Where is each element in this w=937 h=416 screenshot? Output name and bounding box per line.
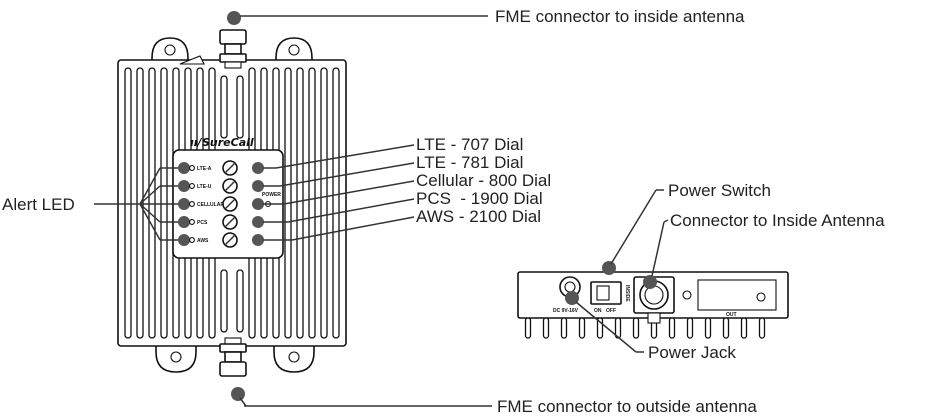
led-indicator: [189, 219, 195, 225]
label-alert-led: Alert LED: [2, 195, 75, 214]
label-dial-3: PCS - 1900 Dial: [416, 189, 543, 208]
end-fin: [542, 317, 550, 339]
inside-port-label: INSIDE: [624, 285, 630, 302]
mount-hole-top-left: [164, 44, 176, 56]
callout-dot-inside-connector: [643, 275, 657, 289]
fin: [308, 67, 316, 339]
dial-callout-dot: [252, 216, 264, 228]
label-fme-inside: FME connector to inside antenna: [495, 7, 745, 26]
end-fin: [722, 317, 730, 339]
booster-front-view: SureCall ıı/ LTE-A LTE-U CELLULAR PCS AWS PO…: [117, 29, 347, 377]
label-fme-outside: FME connector to outside antenna: [497, 397, 757, 416]
dial-slot: [224, 216, 236, 228]
inside-connector-inner: [644, 285, 664, 305]
dial-callout-dot: [252, 162, 264, 174]
band-label: PCS: [197, 220, 208, 226]
led-indicator: [189, 165, 195, 171]
brand-logo-mark: ıı/: [190, 136, 203, 149]
fin: [124, 67, 132, 339]
mount-hole-bottom-left: [170, 351, 182, 363]
fin: [296, 67, 304, 339]
fme-connector-bottom: [219, 337, 247, 377]
end-fin: [758, 317, 766, 339]
end-fin: [524, 317, 532, 339]
end-fin: [560, 317, 568, 339]
led-indicator: [189, 183, 195, 189]
dial-slot: [224, 162, 236, 174]
alert-led: [178, 216, 190, 228]
end-fin: [740, 317, 748, 339]
fme-connector-top: [219, 29, 247, 69]
alert-led: [178, 198, 190, 210]
callout-dot-power-jack: [565, 291, 579, 305]
end-fin: [686, 317, 694, 339]
end-view-screw: [682, 290, 692, 300]
dial-leaders: [263, 144, 415, 241]
fin: [148, 67, 156, 339]
callout-dot-power-switch: [602, 261, 616, 275]
callouts: [94, 11, 669, 407]
callout-dot-fme-bottom: [231, 387, 245, 401]
out-label: OUT: [726, 312, 737, 318]
dial-callout-dot: [252, 180, 264, 192]
alert-led-leaders: [94, 167, 178, 241]
fin: [220, 75, 228, 139]
power-led-label: POWER: [262, 192, 281, 198]
switch-off-label: OFF: [606, 308, 616, 314]
led-indicator: [189, 237, 195, 243]
label-dial-2: Cellular - 800 Dial: [416, 171, 551, 190]
end-fin: [704, 317, 712, 339]
fin: [220, 269, 228, 333]
alert-led: [178, 234, 190, 246]
label-connector-inside: Connector to Inside Antenna: [670, 211, 885, 230]
band-label: LTE-A: [197, 166, 212, 172]
label-dial-0: LTE - 707 Dial: [416, 135, 523, 154]
fin: [236, 269, 244, 333]
end-fin: [578, 317, 586, 339]
band-label: LTE-U: [197, 184, 212, 190]
dial-callout-dot: [252, 234, 264, 246]
end-view-fins: [524, 317, 766, 339]
band-rows: LTE-A LTE-U CELLULAR PCS AWS: [178, 160, 264, 248]
end-fin: [668, 317, 676, 339]
label-power-jack: Power Jack: [648, 343, 736, 362]
dial-slot: [224, 198, 236, 210]
fin: [236, 75, 244, 139]
label-dial-4: AWS - 2100 Dial: [416, 207, 541, 226]
fin: [320, 67, 328, 339]
brand-logo: SureCall: [202, 136, 254, 149]
callout-dot-fme-top: [227, 11, 241, 25]
dial-callout-dot: [252, 198, 264, 210]
dial-slot: [224, 180, 236, 192]
power-switch-rocker: [596, 285, 610, 301]
dc-label: DC 9V-16V: [553, 308, 579, 314]
mount-hole-top-right: [288, 44, 300, 56]
end-fin: [614, 317, 622, 339]
alert-led: [178, 162, 190, 174]
mount-hole-bottom-right: [288, 351, 300, 363]
inside-connector-stem: [647, 312, 661, 324]
led-indicator: [189, 201, 195, 207]
label-dial-1: LTE - 781 Dial: [416, 153, 523, 172]
body-tab: [179, 55, 205, 65]
power-jack-pin: [564, 281, 576, 293]
alert-led: [178, 180, 190, 192]
switch-on-label: ON: [594, 308, 602, 314]
fin: [160, 67, 168, 339]
end-view-screw-right: [756, 292, 766, 302]
band-label: AWS: [197, 238, 209, 244]
label-power-switch: Power Switch: [668, 181, 771, 200]
dial-slot: [224, 234, 236, 246]
end-fin: [632, 317, 640, 339]
fin: [332, 67, 340, 339]
band-label: CELLULAR: [197, 202, 224, 208]
